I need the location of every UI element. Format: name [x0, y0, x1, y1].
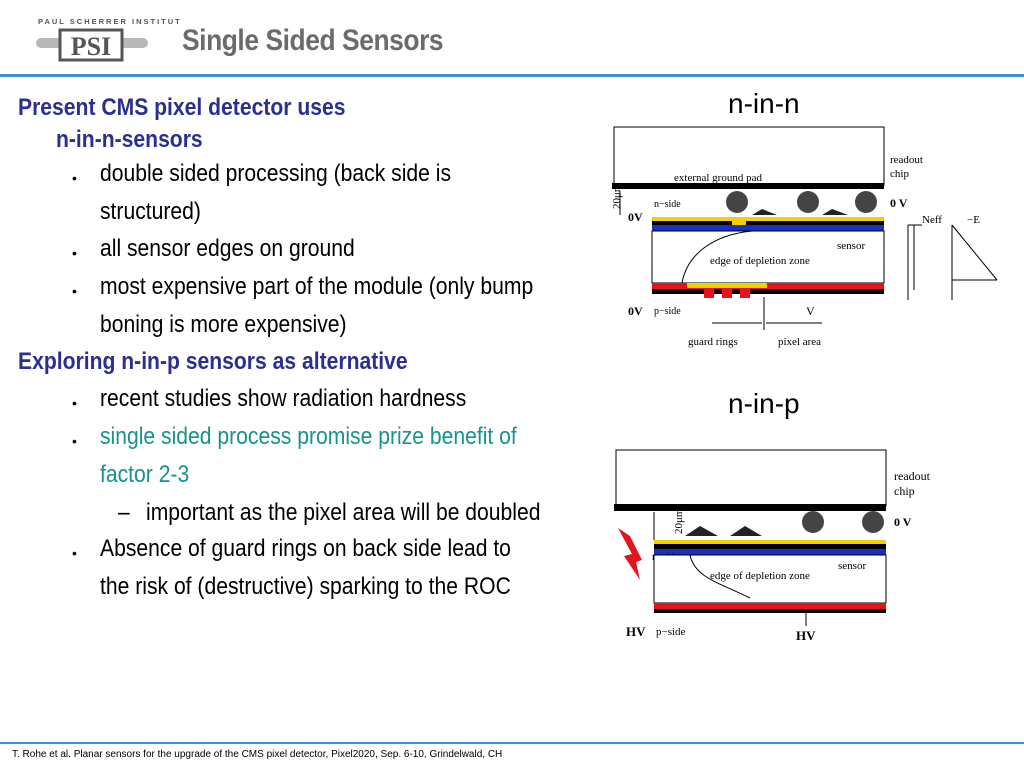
label-0v-right: 0 V — [890, 196, 908, 210]
bullet-icon: • — [72, 433, 77, 449]
label-e-field: −E — [967, 214, 980, 226]
bullet-text-highlight: single sided process promise prize benef… — [100, 423, 517, 450]
bullet-text: double sided processing (back side is — [100, 160, 452, 187]
bullet-text: the risk of (destructive) sparking to th… — [100, 573, 511, 600]
diagram-n-in-p: readout chip 20μm 0 V n−side sensor edge… — [614, 449, 931, 643]
bullet-text: recent studies show radiation hardness — [100, 385, 467, 412]
bullet-icon: • — [72, 395, 77, 411]
sub-bullet-text: important as the pixel area will be doub… — [146, 499, 541, 526]
psi-logo: PSI — [36, 28, 148, 62]
label-depletion: edge of depletion zone — [710, 255, 810, 267]
label-external-ground-pad: external ground pad — [674, 172, 762, 184]
figure-title-np: n-in-p — [728, 388, 800, 419]
label-p-side: p−side — [654, 306, 681, 317]
label-readout: readout — [890, 154, 923, 166]
footer-citation: T. Rohe et al. Planar sensors for the up… — [12, 749, 503, 760]
logo-caption: PAUL SCHERRER INSTITUT — [38, 17, 182, 26]
label-neff: Neff — [922, 214, 942, 226]
label-sensor: sensor — [838, 560, 866, 572]
label-chip: chip — [894, 484, 915, 498]
label-sensor: sensor — [837, 240, 865, 252]
bullet-text-highlight: factor 2-3 — [100, 461, 190, 488]
heading-present-sub: n-in-n-sensors — [56, 126, 203, 153]
bullet-icon: • — [72, 170, 77, 186]
bullet-text: Absence of guard rings on back side lead… — [100, 535, 511, 562]
label-n-side: n−side — [654, 199, 681, 210]
dash-icon: – — [118, 499, 130, 526]
label-readout: readout — [894, 469, 931, 483]
label-0v-right: 0 V — [894, 515, 912, 529]
bullet-text: most expensive part of the module (only … — [100, 273, 534, 300]
bullet-text: boning is more expensive) — [100, 311, 347, 338]
label-guard-rings: guard rings — [688, 336, 738, 348]
label-0v-bottom: 0V — [628, 304, 643, 318]
label-v: V — [806, 304, 815, 318]
label-p-side: p−side — [656, 626, 686, 638]
bullet-icon: • — [72, 283, 77, 299]
label-hv-bottom: HV — [796, 628, 816, 643]
bullet-icon: • — [72, 245, 77, 261]
label-depletion: edge of depletion zone — [710, 570, 810, 582]
heading-exploring: Exploring n-in-p sensors as alternative — [18, 348, 408, 375]
figure-title-nn: n-in-n — [728, 88, 800, 119]
page-title: Single Sided Sensors — [182, 24, 444, 57]
label-hv-left: HV — [626, 624, 646, 639]
bullet-text: all sensor edges on ground — [100, 235, 355, 262]
label-0v-left: 0V — [628, 210, 643, 224]
footer-divider — [0, 742, 1024, 744]
label-thickness: 20μm — [611, 183, 623, 209]
diagram-n-in-n: external ground pad readout chip 20μm n−… — [611, 126, 998, 348]
bullet-text: structured) — [100, 198, 201, 225]
header-divider — [0, 74, 1024, 77]
label-pixel-area: pixel area — [778, 336, 821, 348]
logo-text: PSI — [71, 32, 111, 61]
label-chip: chip — [890, 168, 909, 180]
bullet-icon: • — [72, 545, 77, 561]
heading-present: Present CMS pixel detector uses — [18, 94, 346, 121]
label-thickness: 20μm — [673, 508, 685, 534]
